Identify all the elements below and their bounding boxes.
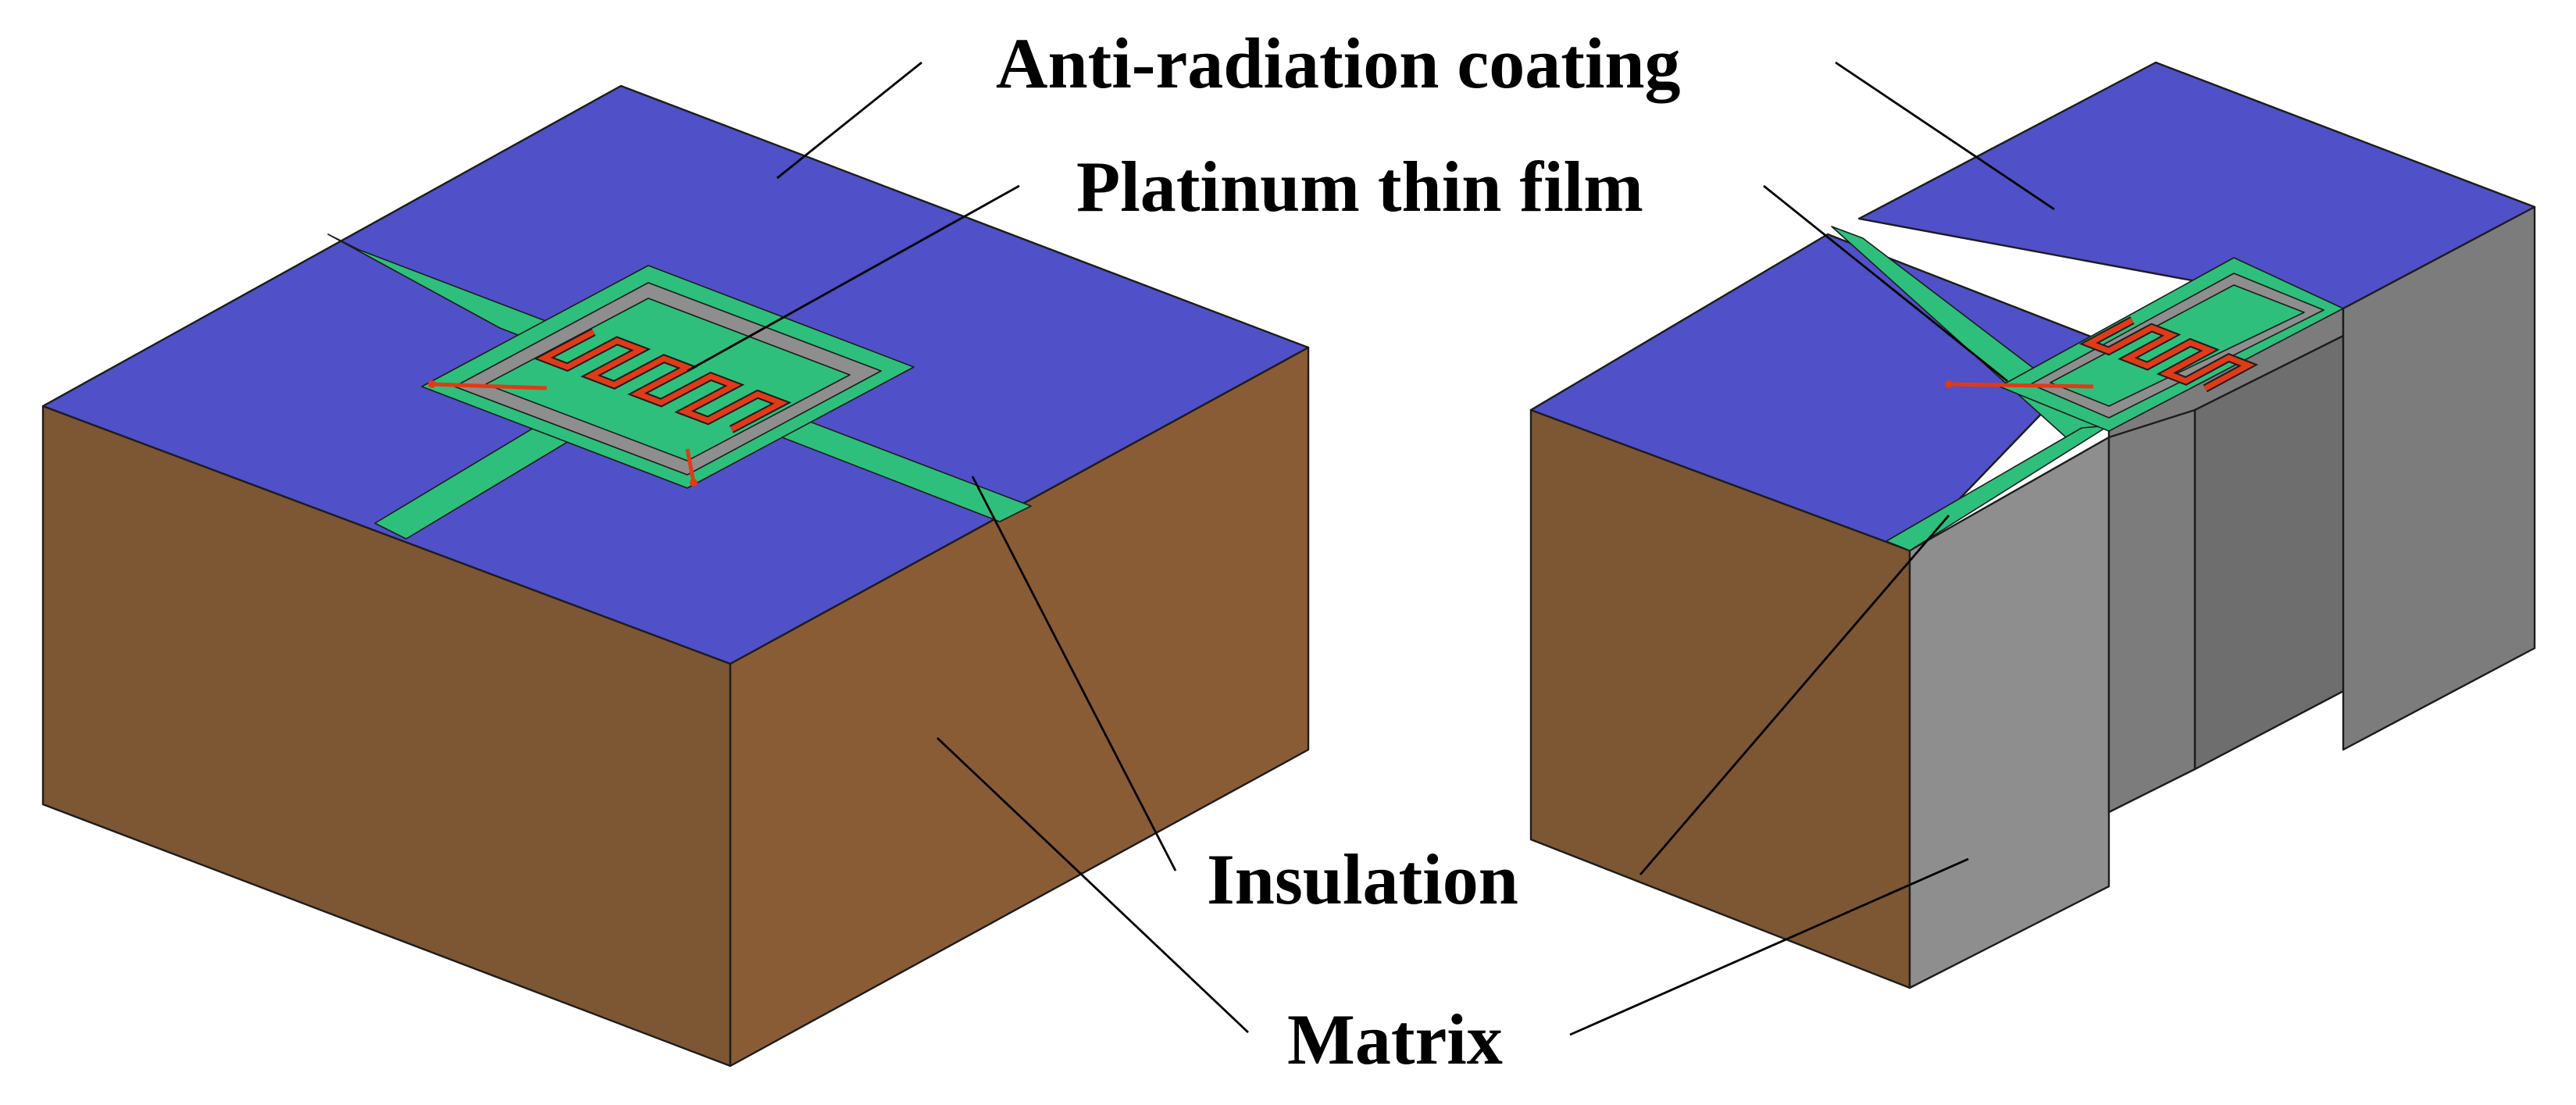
right-cut-face — [1908, 436, 2110, 989]
right-inner-pillar — [2107, 408, 2196, 814]
meander-trace — [2082, 317, 2255, 391]
leader-coating-left — [776, 61, 922, 180]
meander-trace — [537, 329, 788, 432]
left-sensor-block — [41, 84, 1310, 1068]
leader-film-left — [687, 184, 1020, 372]
left-film-pad-a — [428, 380, 436, 388]
right-insulation-strip-b — [1886, 425, 2110, 551]
right-film-lead — [1948, 382, 2094, 389]
right-film-pad — [1945, 380, 1953, 388]
leader-film-right — [1763, 184, 2008, 383]
label-anti-radiation-coating: Anti-radiation coating — [996, 23, 1681, 103]
leader-matrix-left — [937, 736, 1249, 1034]
label-platinum-thin-film: Platinum thin film — [1076, 147, 1643, 226]
left-film-lead-a — [431, 382, 548, 390]
right-platinum-film — [2078, 316, 2259, 393]
label-insulation: Insulation — [1207, 839, 1518, 919]
leader-lines — [687, 61, 2055, 1036]
leader-matrix-right — [1569, 857, 1969, 1036]
label-matrix: Matrix — [1287, 1000, 1503, 1079]
right-cavity-deep-face — [2193, 334, 2345, 771]
right-sensor-block — [1529, 61, 2536, 989]
leader-coating-right — [1835, 61, 2055, 211]
leader-insulation-right — [1639, 515, 1950, 875]
leader-insulation-left — [971, 476, 1177, 872]
left-platinum-film — [533, 328, 792, 433]
left-film-pad-b — [690, 479, 698, 487]
left-film-lead-b — [685, 448, 696, 483]
